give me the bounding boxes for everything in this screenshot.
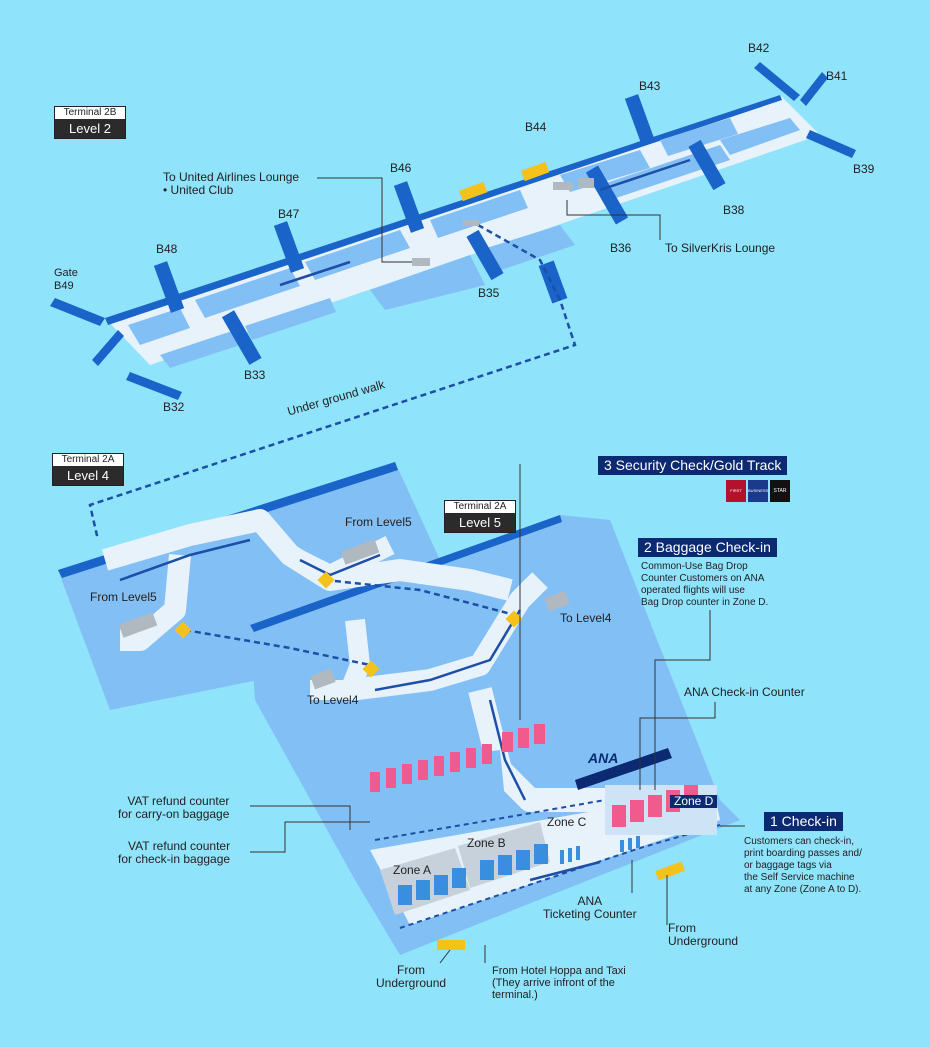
tag-terminal-2a-level-4: Terminal 2A Level 4	[52, 453, 124, 486]
gate-b44-label: B44	[525, 120, 547, 134]
checkin-heading: 1 Check-in	[764, 812, 843, 831]
vat-carry-on-label: VAT refund counter for carry-on baggage	[118, 794, 230, 821]
kiosks	[398, 836, 640, 905]
gate-b43-label: B43	[639, 79, 661, 93]
business-class-badge: BUSINESS CLASS	[748, 480, 768, 502]
tag-level: Level 5	[445, 513, 515, 532]
to-level4-label: To Level4	[560, 611, 612, 625]
gate-b33-label: B33	[244, 368, 266, 382]
from-underground-right-label: From Underground	[668, 921, 739, 948]
ana-ticketing-label: ANA Ticketing Counter	[543, 894, 637, 921]
tag-terminal-2b: Terminal 2B Level 2	[54, 106, 126, 139]
tag-terminal-name: Terminal 2A	[53, 454, 123, 466]
from-underground-left-label: From Underground	[376, 963, 447, 990]
checkin-note: Customers can check-in, print boarding p…	[744, 836, 862, 895]
gate-b49-label: Gate B49	[54, 267, 78, 292]
ana-logo: ANA	[588, 750, 619, 766]
zone-c-label: Zone C	[547, 815, 587, 829]
gate-b36-label: B36	[610, 241, 632, 255]
from-level5-label: From Level5	[90, 590, 157, 604]
terminal-2b-floor	[50, 62, 856, 541]
gate-b32-label: B32	[163, 400, 185, 414]
tag-level: Level 4	[53, 466, 123, 485]
security-check-heading: 3 Security Check/Gold Track	[598, 456, 788, 475]
united-lounge-label: To United Airlines Lounge • United Club	[163, 170, 300, 197]
tag-terminal-name: Terminal 2B	[55, 107, 125, 119]
zone-d-label: Zone D	[670, 795, 718, 808]
vat-check-in-label: VAT refund counter for check-in baggage	[118, 839, 231, 866]
baggage-checkin-note: Common-Use Bag Drop Counter Customers on…	[641, 561, 769, 608]
hotel-taxi-label: From Hotel Hoppa and Taxi (They arrive i…	[492, 965, 626, 1001]
zone-a-label: Zone A	[393, 863, 432, 877]
gate-b46-label: B46	[390, 161, 412, 175]
class-badges: FIRST CLASS BUSINESS CLASS STAR	[726, 480, 790, 502]
gate-b47-label: B47	[278, 207, 300, 221]
zone-b-label: Zone B	[467, 836, 506, 850]
gate-b41-label: B41	[826, 69, 848, 83]
star-alliance-badge: STAR	[770, 480, 790, 502]
gate-b48-label: B48	[156, 242, 178, 256]
silverkris-lounge-label: To SilverKris Lounge	[665, 241, 776, 255]
ana-checkin-counter-label: ANA Check-in Counter	[684, 685, 805, 699]
tag-terminal-name: Terminal 2A	[445, 501, 515, 513]
gate-b42-label: B42	[748, 41, 770, 55]
tag-level: Level 2	[55, 119, 125, 138]
gate-b39-label: B39	[853, 162, 875, 176]
gate-b38-label: B38	[723, 203, 745, 217]
security-lanes	[370, 724, 545, 792]
terminal-2a-floor	[58, 462, 740, 955]
to-level4-label: To Level4	[307, 693, 359, 707]
from-level5-label: From Level5	[345, 515, 412, 529]
baggage-checkin-heading: 2 Baggage Check-in	[638, 538, 777, 557]
first-class-badge: FIRST CLASS	[726, 480, 746, 502]
gate-b35-label: B35	[478, 286, 500, 300]
tag-terminal-2a-level-5: Terminal 2A Level 5	[444, 500, 516, 533]
